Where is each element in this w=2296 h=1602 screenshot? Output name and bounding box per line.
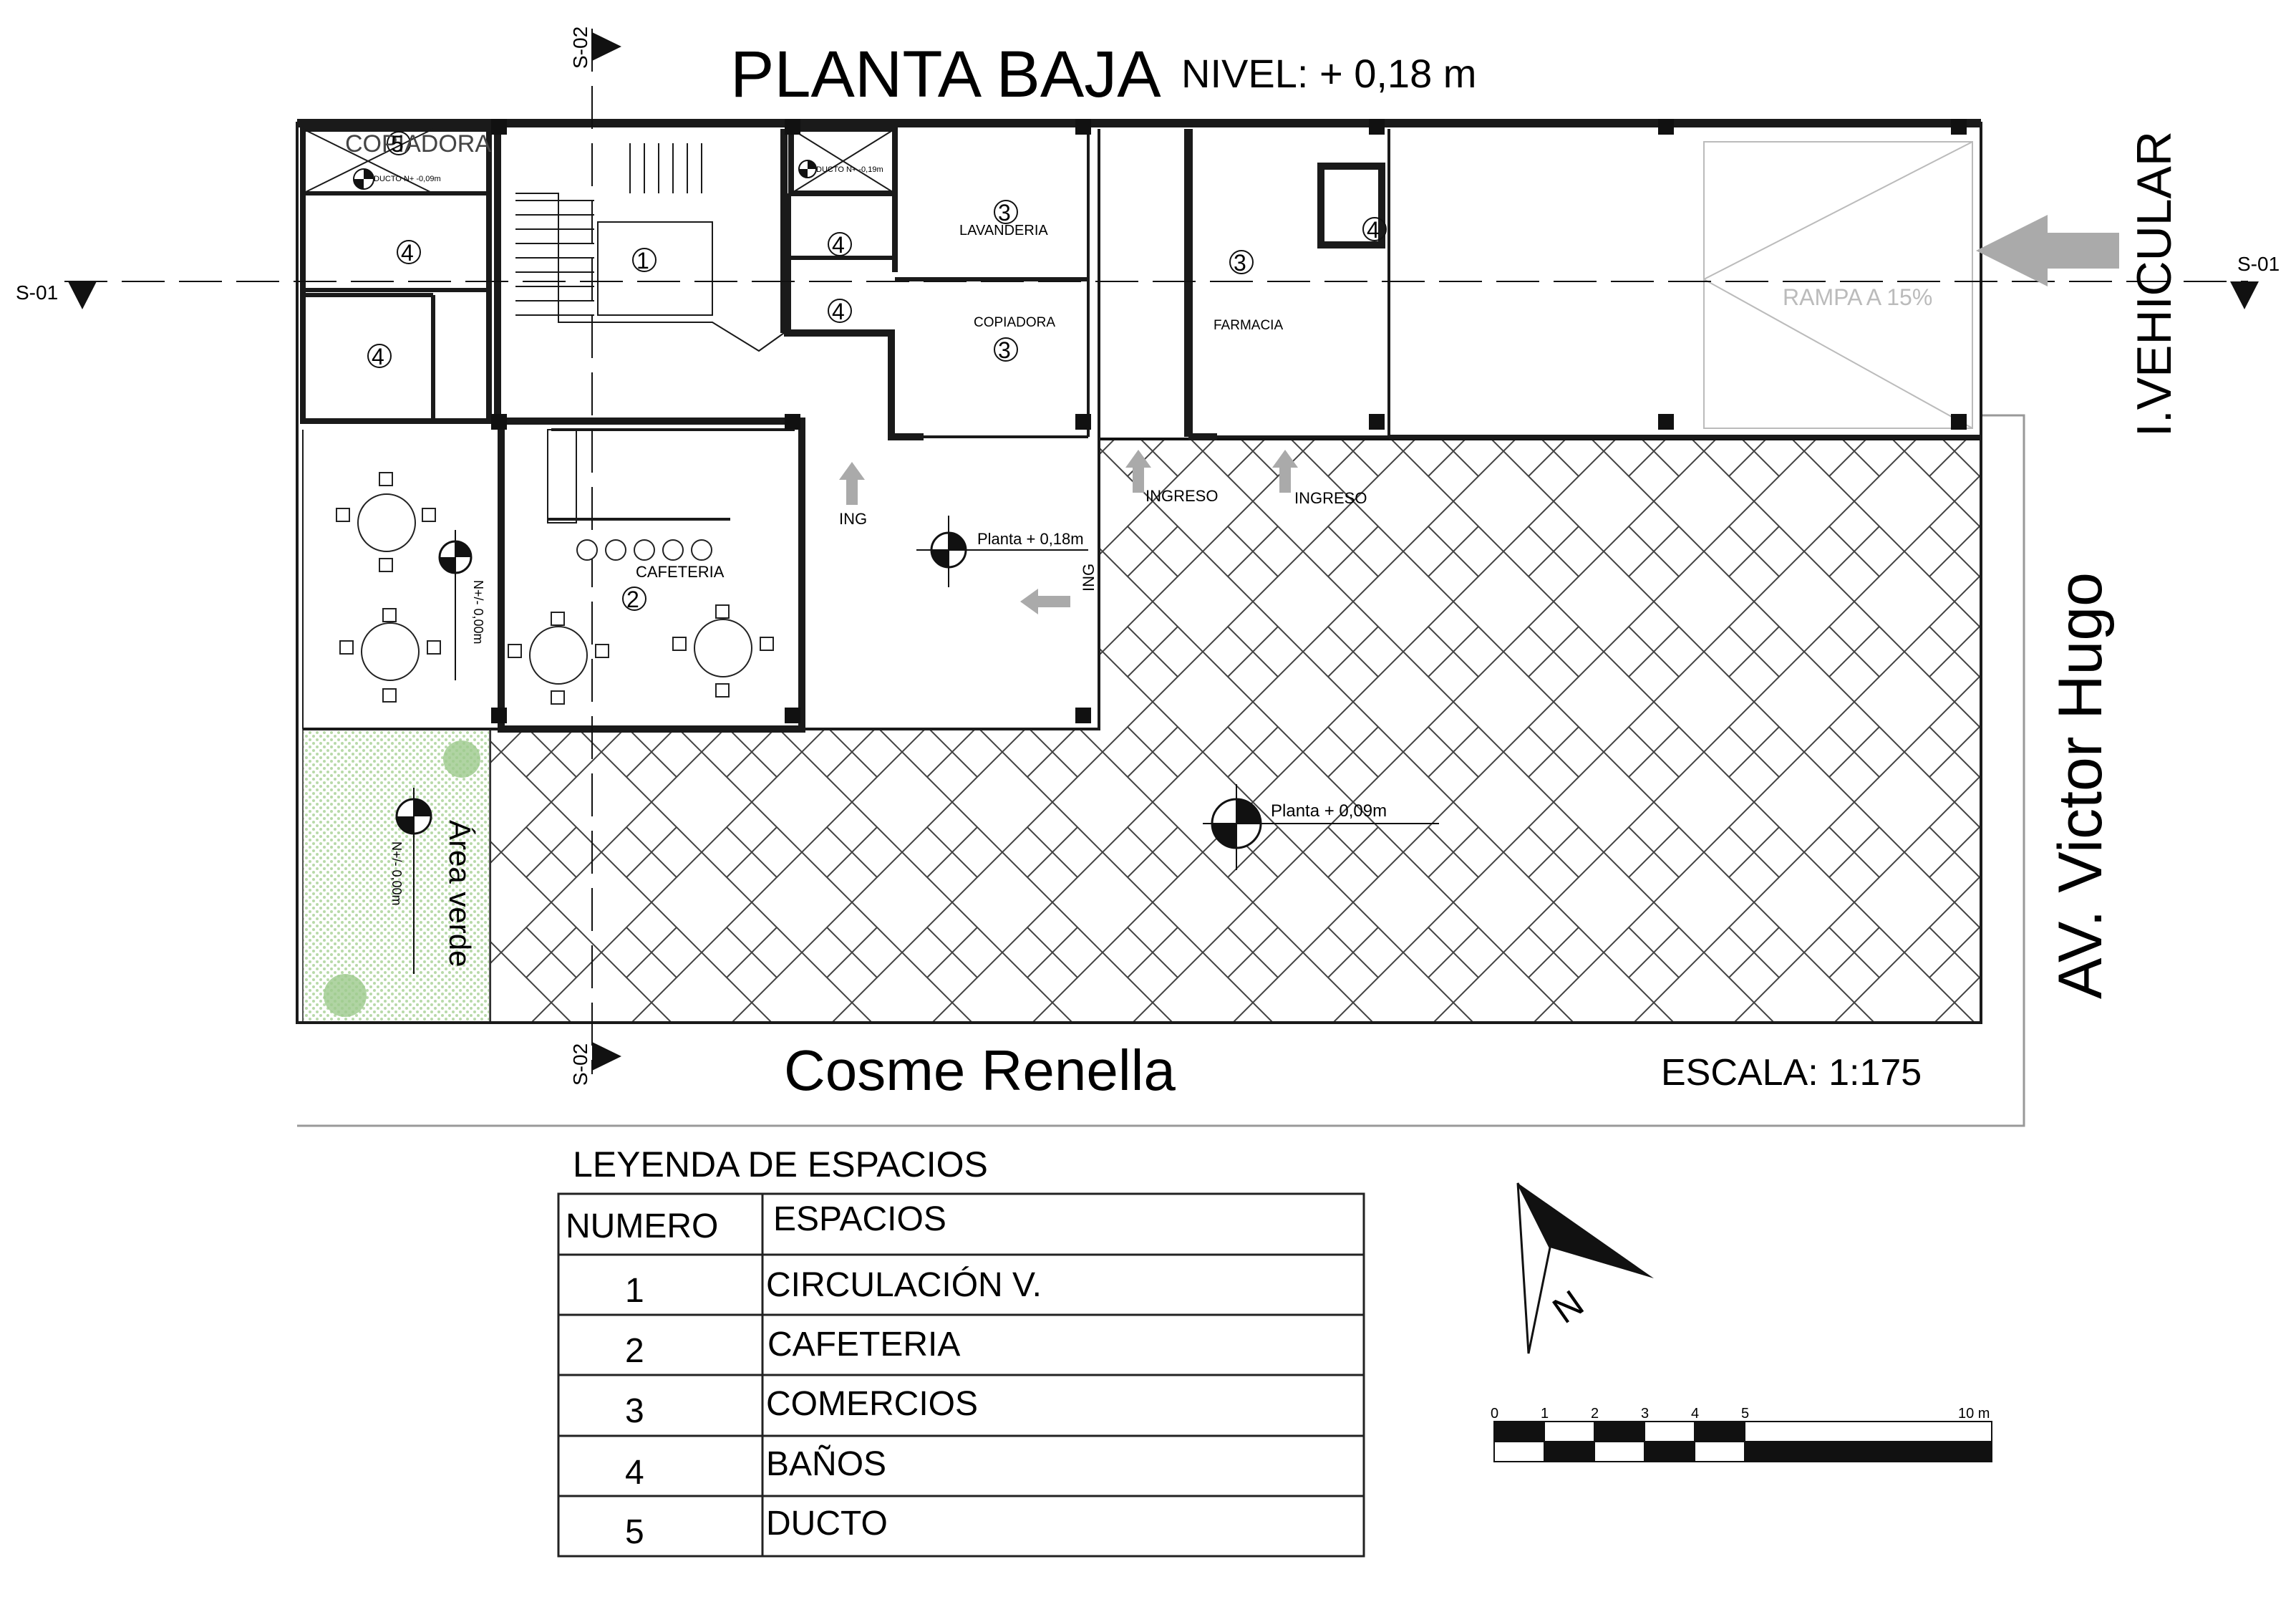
level-markers [353, 160, 1439, 974]
level-mark-terrace: N+/- 0,00m [471, 580, 485, 645]
legend-header-spaces: ESPACIOS [773, 1200, 946, 1238]
plan-title: PLANTA BAJA [730, 38, 1161, 111]
scale-bar-label-4: 4 [1691, 1406, 1699, 1422]
legend-row-2-space: CAFETERIA [767, 1326, 960, 1364]
street-south-label: Cosme Renella [784, 1038, 1176, 1102]
ramp-label: RAMPA A 15% [1783, 284, 1932, 310]
room-label-lavanderia: LAVANDERIA [959, 223, 1048, 238]
level-mark-planta-009: Planta + 0,09m [1271, 801, 1387, 821]
section-label-s01-right: S-01 [2237, 253, 2280, 275]
room-number-4-d: 4 [832, 299, 845, 324]
level-mark-planta-018: Planta + 0,18m [977, 530, 1084, 548]
section-label-s01-left: S-01 [16, 281, 58, 304]
green-area [302, 728, 490, 1023]
scale-bar-label-3: 3 [1641, 1406, 1649, 1422]
scale-bar-label-10m: 10 m [1958, 1406, 1990, 1422]
scale-bar-label-1: 1 [1541, 1406, 1549, 1422]
room-number-4-e: 4 [1367, 217, 1380, 243]
room-label-copiadora: COPIADORA [974, 315, 1055, 330]
vehicle-entry-arrow [1976, 215, 2119, 286]
room-number-4-c: 4 [832, 232, 845, 258]
legend-title: LEYENDA DE ESPACIOS [573, 1144, 988, 1184]
room-number-4-a: 4 [401, 240, 414, 266]
room-number-5: 5 [391, 131, 404, 157]
site-boundary [297, 414, 2025, 1127]
entry-label-ingreso-2: INGRESO [1294, 489, 1367, 507]
scale-label: ESCALA: 1:175 [1661, 1052, 1922, 1094]
legend-row-2-number: 2 [625, 1332, 644, 1370]
scale-bar-label-0: 0 [1491, 1406, 1498, 1422]
legend-row-1-number: 1 [625, 1272, 644, 1310]
room-number-3-copiadora: 3 [998, 337, 1011, 363]
section-label-s02-top: S-02 [569, 26, 591, 69]
entry-arrows [839, 450, 1298, 614]
room-number-4-b: 4 [372, 344, 384, 370]
graphic-scale-bar [1493, 1421, 1992, 1462]
green-area-label: Área verde [443, 820, 477, 967]
legend-row-4-space: BAÑOS [766, 1444, 886, 1483]
legend-row-3-space: COMERCIOS [766, 1385, 978, 1423]
entry-label-ing-2: ING [1080, 564, 1098, 592]
entry-label-ing-1: ING [839, 510, 867, 528]
room-label-cafeteria: CAFETERIA [636, 563, 725, 581]
room-number-2: 2 [626, 587, 639, 612]
room-label-copiadora-top: COPIADORA [345, 130, 491, 158]
vehicle-entry-label: I.VEHICULAR [2127, 131, 2181, 437]
room-label-farmacia: FARMACIA [1214, 318, 1283, 333]
cafeteria-tables [336, 472, 774, 705]
north-arrow [1516, 1182, 1654, 1354]
level-mark-green: N+/- 0,00m [389, 841, 404, 906]
legend-row-4-number: 4 [625, 1454, 644, 1492]
legend-table-grid [557, 1192, 1365, 1558]
legend-row-3-number: 3 [625, 1392, 644, 1430]
legend-row-5-number: 5 [625, 1513, 644, 1551]
section-line-s01 [64, 281, 2259, 309]
columns [491, 119, 1967, 723]
entry-label-ingreso-1: INGRESO [1145, 487, 1218, 505]
room-number-3-lavanderia: 3 [998, 200, 1011, 226]
legend-row-5-space: DUCTO [766, 1505, 888, 1543]
level-label: NIVEL: + 0,18 m [1181, 51, 1476, 96]
street-east-label: AV. Victor Hugo [2046, 572, 2115, 999]
scale-bar-label-5: 5 [1741, 1406, 1749, 1422]
ducto-label-1: DUCTO N+ -0,09m [374, 175, 441, 183]
section-label-s02-bottom: S-02 [569, 1043, 591, 1086]
north-label: N [1546, 1283, 1592, 1332]
ducto-label-2: DUCTO N+ -0,19m [816, 165, 883, 174]
room-number-circles [367, 131, 1387, 611]
building-walls [296, 119, 1982, 1024]
scale-bar-label-2: 2 [1591, 1406, 1599, 1422]
room-number-3-farmacia: 3 [1234, 250, 1246, 276]
legend-row-1-space: CIRCULACIÓN V. [766, 1265, 1042, 1304]
room-number-1: 1 [636, 248, 649, 274]
legend-header-number: NUMERO [566, 1207, 718, 1245]
